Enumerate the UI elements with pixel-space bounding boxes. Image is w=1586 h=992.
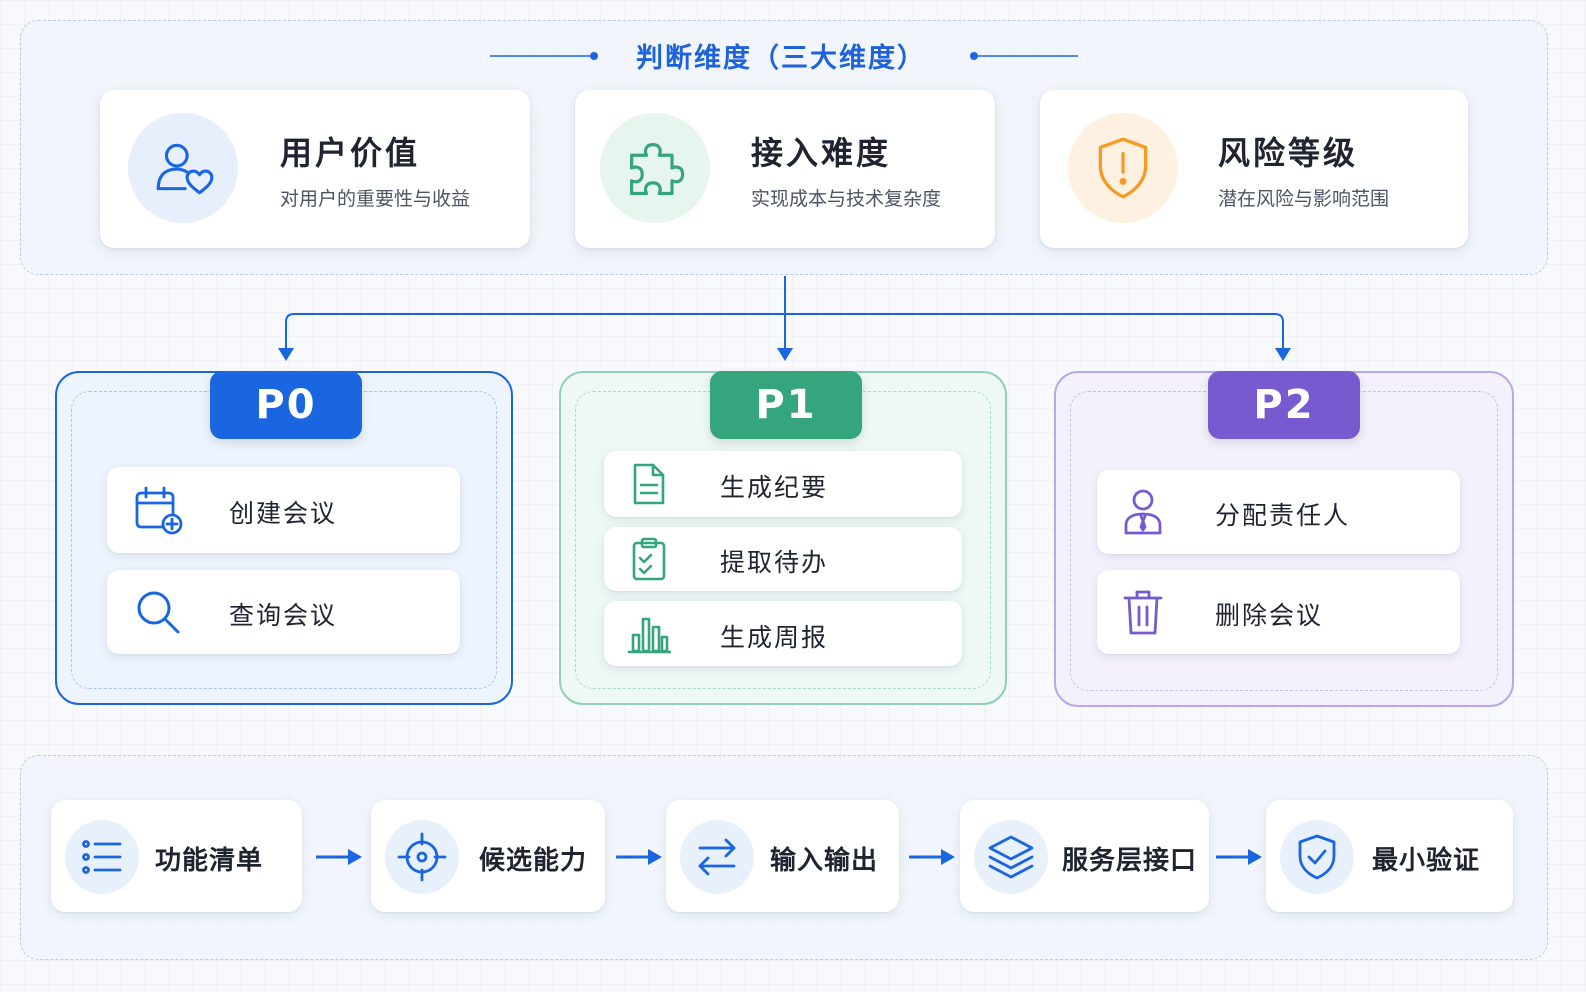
priority-item-label: 创建会议 xyxy=(229,499,338,528)
priority-item-label: 查询会议 xyxy=(229,601,338,630)
dimension-title: 用户价值 xyxy=(280,134,421,172)
shield-alert-icon xyxy=(1068,113,1178,223)
priority-item-label: 生成周报 xyxy=(720,623,829,652)
priority-item: 生成周报 xyxy=(604,601,962,666)
trash-icon xyxy=(1117,585,1169,639)
target-icon xyxy=(385,820,459,894)
swap-icon xyxy=(680,820,754,894)
priority-item: 删除会议 xyxy=(1097,570,1460,654)
dimension-title: 风险等级 xyxy=(1218,134,1359,172)
flow-step-label: 服务层接口 xyxy=(1062,846,1198,876)
priority-badge-p1: P1 xyxy=(710,371,862,439)
priority-item: 分配责任人 xyxy=(1097,470,1460,554)
priority-item: 查询会议 xyxy=(107,570,460,654)
dimension-card-user-value: 用户价值 对用户的重要性与收益 xyxy=(100,90,530,248)
dimensions-title: 判断维度（三大维度） xyxy=(636,43,926,74)
flow-arrow-icon xyxy=(1216,849,1262,865)
dimension-subtitle: 潜在风险与影响范围 xyxy=(1218,188,1390,210)
bar-chart-icon xyxy=(626,610,672,656)
priority-item-label: 生成纪要 xyxy=(720,473,829,502)
branch-connector xyxy=(278,276,1291,361)
flow-arrow-icon xyxy=(616,849,662,865)
flow-step-service-interface: 服务层接口 xyxy=(960,800,1209,912)
priority-badge-p0: P0 xyxy=(210,371,362,439)
flow-step-label: 候选能力 xyxy=(479,846,588,876)
priority-item: 创建会议 xyxy=(107,467,460,553)
header-decor-lines xyxy=(490,52,1078,60)
flow-arrow-icon xyxy=(316,849,362,865)
flow-step-feature-list: 功能清单 xyxy=(51,800,302,912)
dimension-title: 接入难度 xyxy=(751,134,892,172)
priority-item-label: 提取待办 xyxy=(720,548,829,577)
dimension-subtitle: 对用户的重要性与收益 xyxy=(280,188,471,210)
flow-step-input-output: 输入输出 xyxy=(666,800,899,912)
dimension-subtitle: 实现成本与技术复杂度 xyxy=(751,188,942,210)
document-icon xyxy=(626,461,672,507)
priority-item-label: 删除会议 xyxy=(1215,601,1324,630)
puzzle-icon xyxy=(600,113,710,223)
flow-step-candidate-capability: 候选能力 xyxy=(371,800,605,912)
user-heart-icon xyxy=(128,113,238,223)
calendar-add-icon xyxy=(129,483,187,537)
shield-check-icon xyxy=(1280,820,1354,894)
priority-item: 提取待办 xyxy=(604,527,962,591)
search-icon xyxy=(129,585,187,639)
priority-item-label: 分配责任人 xyxy=(1215,501,1351,530)
flow-arrow-icon xyxy=(909,849,955,865)
person-icon xyxy=(1117,486,1169,538)
flow-step-label: 功能清单 xyxy=(155,846,264,876)
priority-badge-p2: P2 xyxy=(1208,371,1360,439)
priority-item: 生成纪要 xyxy=(604,451,962,517)
list-icon xyxy=(65,820,139,894)
flow-step-minimal-verification: 最小验证 xyxy=(1266,800,1513,912)
flow-step-label: 最小验证 xyxy=(1372,846,1481,876)
dimension-card-risk-level: 风险等级 潜在风险与影响范围 xyxy=(1040,90,1468,248)
layers-icon xyxy=(974,820,1048,894)
flow-step-label: 输入输出 xyxy=(770,846,879,876)
clipboard-check-icon xyxy=(626,536,672,582)
dimension-card-access-difficulty: 接入难度 实现成本与技术复杂度 xyxy=(575,90,995,248)
